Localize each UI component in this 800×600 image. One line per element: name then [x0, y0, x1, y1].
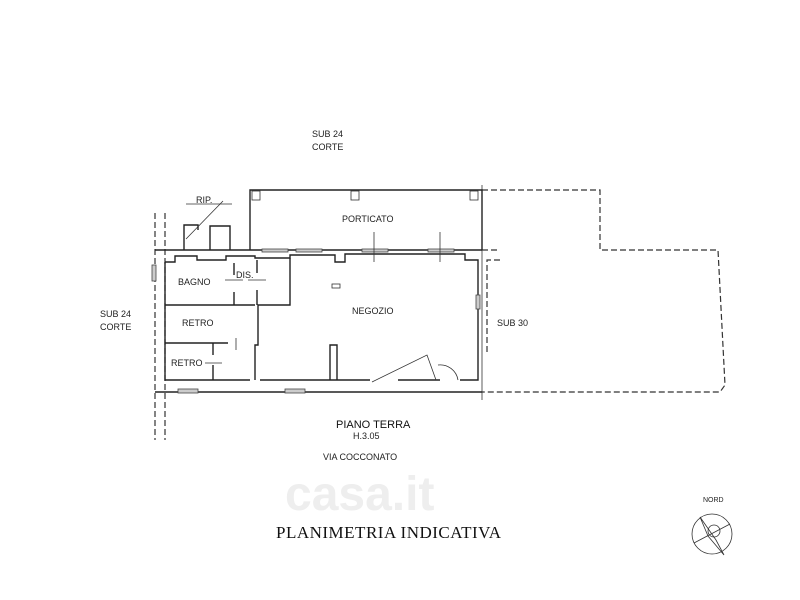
plan-title: PLANIMETRIA INDICATIVA — [276, 523, 502, 542]
ripostiglio: RIP. — [183, 195, 232, 250]
watermark: casa.it — [285, 468, 434, 521]
sub30-label: SUB 30 — [497, 318, 528, 328]
height-label: H.3.05 — [353, 431, 380, 441]
room-label-retro-1: RETRO — [182, 318, 214, 328]
floor-label: PIANO TERRA — [336, 419, 411, 431]
room-label-rip: RIP. — [196, 195, 212, 205]
room-label-bagno: BAGNO — [178, 277, 211, 287]
sub24-left-label: SUB 24 — [100, 309, 131, 319]
property-boundaries — [154, 185, 726, 440]
building-walls — [151, 232, 482, 394]
porticato: PORTICATO — [249, 189, 483, 250]
corte-left-label: CORTE — [100, 322, 131, 332]
corte-top-label: CORTE — [312, 142, 343, 152]
compass-icon: NORD — [691, 497, 733, 556]
room-label-retro-2: RETRO — [171, 358, 203, 368]
room-label-negozio: NEGOZIO — [352, 306, 394, 316]
compass-label: NORD — [703, 497, 724, 504]
sub24-top-label: SUB 24 — [312, 129, 343, 139]
street-label: VIA COCCONATO — [323, 452, 397, 462]
room-label-dis: DIS. — [236, 270, 254, 280]
room-label-porticato: PORTICATO — [342, 214, 394, 224]
